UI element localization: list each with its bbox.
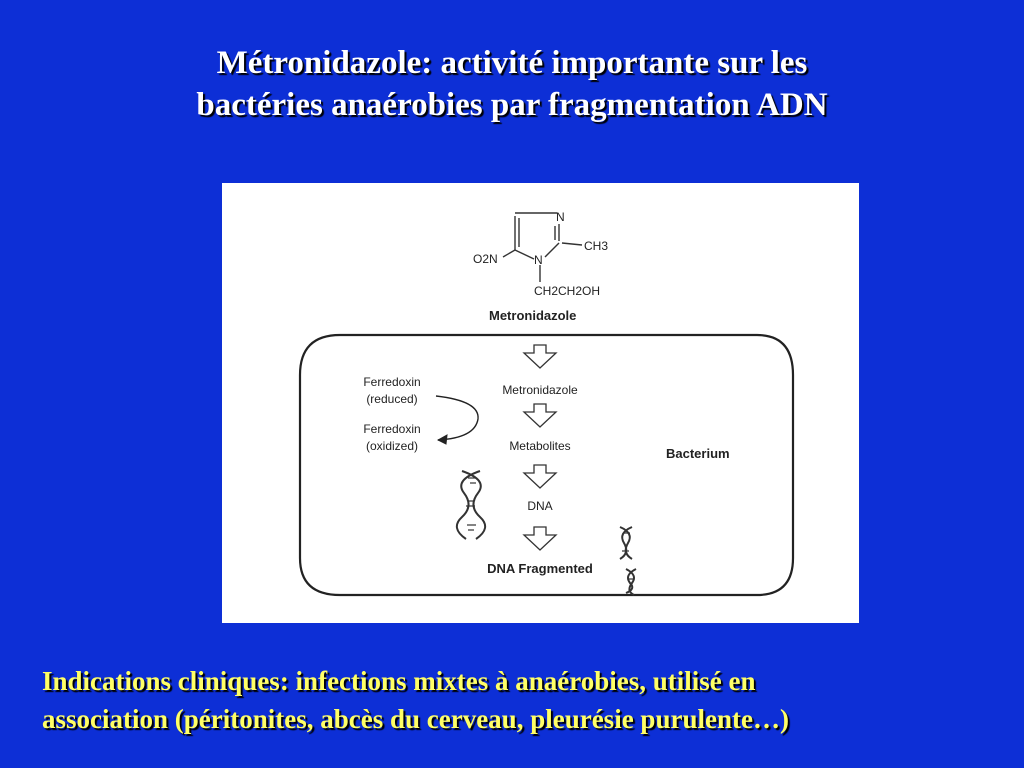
ferredoxin-oxidized-line-2: (oxidized): [366, 439, 418, 453]
indications-line-1: Indications cliniques: infections mixtes…: [42, 666, 756, 696]
title-line-2: bactéries anaérobies par fragmentation A…: [196, 87, 828, 123]
pathway-step-dna: DNA: [527, 499, 552, 513]
pathway-step-metronidazole: Metronidazole: [502, 383, 578, 397]
dna-helix-icon: [455, 470, 487, 540]
ferredoxin-reduced-line-1: Ferredoxin: [363, 375, 420, 389]
ferredoxin-oxidized-line-1: Ferredoxin: [363, 422, 420, 436]
pathway-step-metabolites: Metabolites: [509, 439, 570, 453]
slide-title: Métronidazole: activité importante sur l…: [60, 42, 964, 126]
mechanism-diagram: N N CH3 O2N CH2CH2OH Metronidazole Bacte…: [298, 210, 795, 597]
clinical-indications-text: Indications cliniques: infections mixtes…: [42, 662, 1002, 738]
indications-line-2: association (péritonites, abcès du cerve…: [42, 704, 789, 734]
side-chain-label: CH2CH2OH: [534, 284, 600, 298]
arrow-down-icon: [522, 344, 558, 369]
molecule-name-label: Metronidazole: [489, 308, 576, 323]
pathway-step-dna-fragmented: DNA Fragmented: [487, 561, 593, 576]
curved-arrow-icon: [435, 395, 479, 441]
bacterium-label: Bacterium: [666, 446, 730, 461]
figure-panel: N N CH3 O2N CH2CH2OH Metronidazole Bacte…: [222, 183, 859, 623]
methyl-label: CH3: [584, 239, 608, 253]
metronidazole-structure: [502, 212, 583, 282]
arrow-down-icon: [522, 464, 558, 489]
arrow-down-icon: [522, 526, 558, 551]
arrow-down-icon: [522, 403, 558, 428]
bacterium-cell-outline: [298, 333, 795, 597]
fragmented-dna-icon: [619, 526, 637, 596]
nitro-group-label: O2N: [473, 252, 498, 266]
nitrogen-ring-label: N: [534, 253, 543, 267]
ferredoxin-reduced-line-2: (reduced): [366, 392, 417, 406]
nitrogen-top-label: N: [556, 210, 565, 224]
curved-arrow-head-icon: [436, 434, 448, 445]
title-line-1: Métronidazole: activité importante sur l…: [216, 45, 808, 81]
